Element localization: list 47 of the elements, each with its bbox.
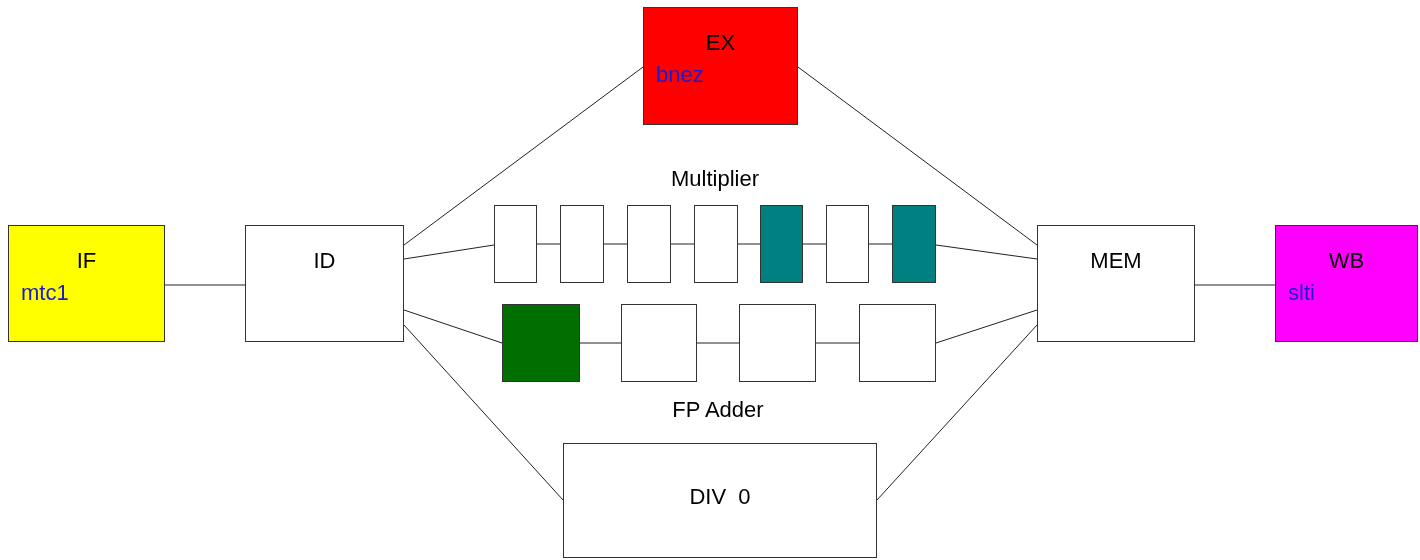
unit-label: FP Adder — [672, 397, 764, 423]
pipeline-stage-box — [494, 205, 537, 283]
connector-line — [876, 324, 1038, 501]
connector-line — [1194, 284, 1276, 286]
connector-line — [802, 243, 827, 245]
connector-line — [603, 243, 628, 245]
stage-name: MEM — [1090, 248, 1142, 274]
pipeline-stage-box — [560, 205, 604, 283]
connector-line — [797, 66, 1038, 246]
pipeline-stage-box — [502, 304, 580, 382]
stage-box — [8, 225, 165, 342]
connector-line — [579, 342, 622, 344]
connector-line — [670, 243, 695, 245]
instruction-text: mtc1 — [21, 280, 69, 306]
stage-box — [643, 7, 798, 125]
connector-line — [935, 244, 1038, 260]
connector-line — [403, 66, 644, 246]
stage-name: DIV 0 — [689, 484, 751, 510]
instruction-text: slti — [1288, 280, 1315, 306]
connector-line — [696, 342, 740, 344]
pipeline-stage-box — [826, 205, 869, 283]
connector-line — [403, 309, 503, 344]
pipeline-stage-box — [739, 304, 816, 382]
stage-name: IF — [76, 248, 97, 274]
connector-line — [815, 342, 860, 344]
pipeline-stage-box — [694, 205, 738, 283]
stage-name: ID — [313, 248, 336, 274]
stage-box — [245, 225, 404, 342]
connector-line — [403, 324, 564, 501]
connector-line — [536, 243, 561, 245]
unit-box — [563, 443, 877, 558]
stage-name: WB — [1328, 248, 1365, 274]
stage-name: EX — [705, 30, 736, 56]
connector-line — [868, 243, 893, 245]
pipeline-stage-box — [621, 304, 697, 382]
connector-line — [737, 243, 761, 245]
stage-box — [1037, 225, 1195, 342]
stage-box — [1275, 225, 1418, 342]
pipeline-stage-box — [627, 205, 671, 283]
instruction-text: bnez — [656, 62, 704, 88]
pipeline-stage-box — [859, 304, 936, 382]
connector-line — [164, 284, 246, 286]
connector-line — [935, 309, 1038, 344]
pipeline-stage-box — [892, 205, 936, 283]
connector-line — [403, 244, 495, 260]
pipeline-stage-box — [760, 205, 803, 283]
unit-label: Multiplier — [671, 166, 759, 192]
